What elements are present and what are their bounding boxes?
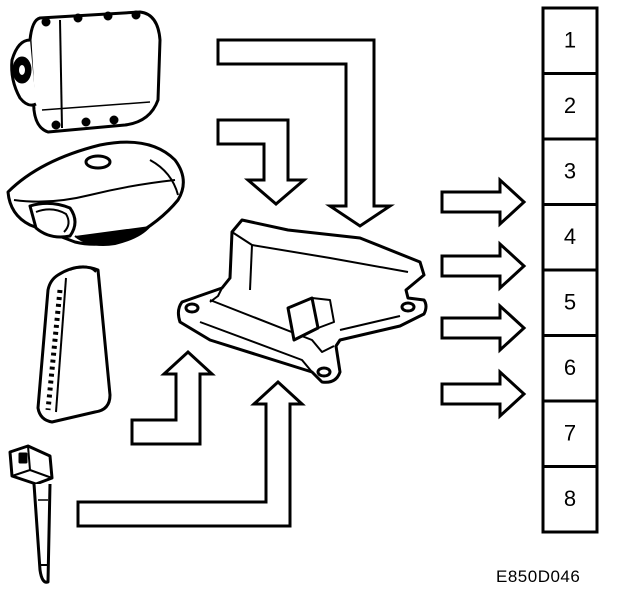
input-arrow-side [130, 349, 216, 446]
steering-wheel-airbag-icon [6, 140, 185, 246]
passenger-airbag-icon [10, 10, 162, 134]
output-cell-3: 3 [541, 137, 599, 206]
output-cell-label: 3 [564, 159, 576, 184]
input-arrow-sensor [76, 379, 306, 528]
output-arrow-3 [440, 302, 527, 354]
output-cell-box [541, 268, 599, 337]
output-cell-label: 4 [564, 224, 576, 249]
output-cell-7: 7 [541, 399, 599, 468]
output-cell-label: 5 [564, 290, 576, 315]
output-column: 1 2 3 4 5 6 7 8 [541, 6, 599, 534]
output-arrow-1 [440, 176, 527, 228]
output-arrow-2 [440, 240, 527, 292]
output-cell-4: 4 [541, 203, 599, 272]
output-cell-box [541, 72, 599, 141]
input-arrow-steering [216, 118, 309, 206]
reference-code: E850D046 [496, 567, 581, 586]
output-cell-box [541, 6, 599, 75]
input-arrow-passenger [216, 38, 395, 228]
output-cell-8: 8 [541, 465, 599, 534]
output-cell-2: 2 [541, 72, 599, 141]
output-cell-label: 6 [564, 355, 576, 380]
output-cell-box [541, 465, 599, 534]
output-cell-box [541, 137, 599, 206]
output-arrow-4 [440, 368, 527, 420]
output-cell-label: 2 [564, 93, 576, 118]
output-cell-5: 5 [541, 268, 599, 337]
output-cell-label: 1 [564, 28, 576, 53]
output-cell-box [541, 399, 599, 468]
output-cell-box [541, 203, 599, 272]
side-airbag-icon [36, 265, 112, 424]
impact-sensor-icon [8, 444, 54, 584]
airbag-control-unit-icon [176, 218, 428, 384]
output-cell-6: 6 [541, 334, 599, 403]
output-cell-label: 7 [564, 421, 576, 446]
output-cell-1: 1 [541, 6, 599, 75]
output-cell-label: 8 [564, 486, 576, 511]
